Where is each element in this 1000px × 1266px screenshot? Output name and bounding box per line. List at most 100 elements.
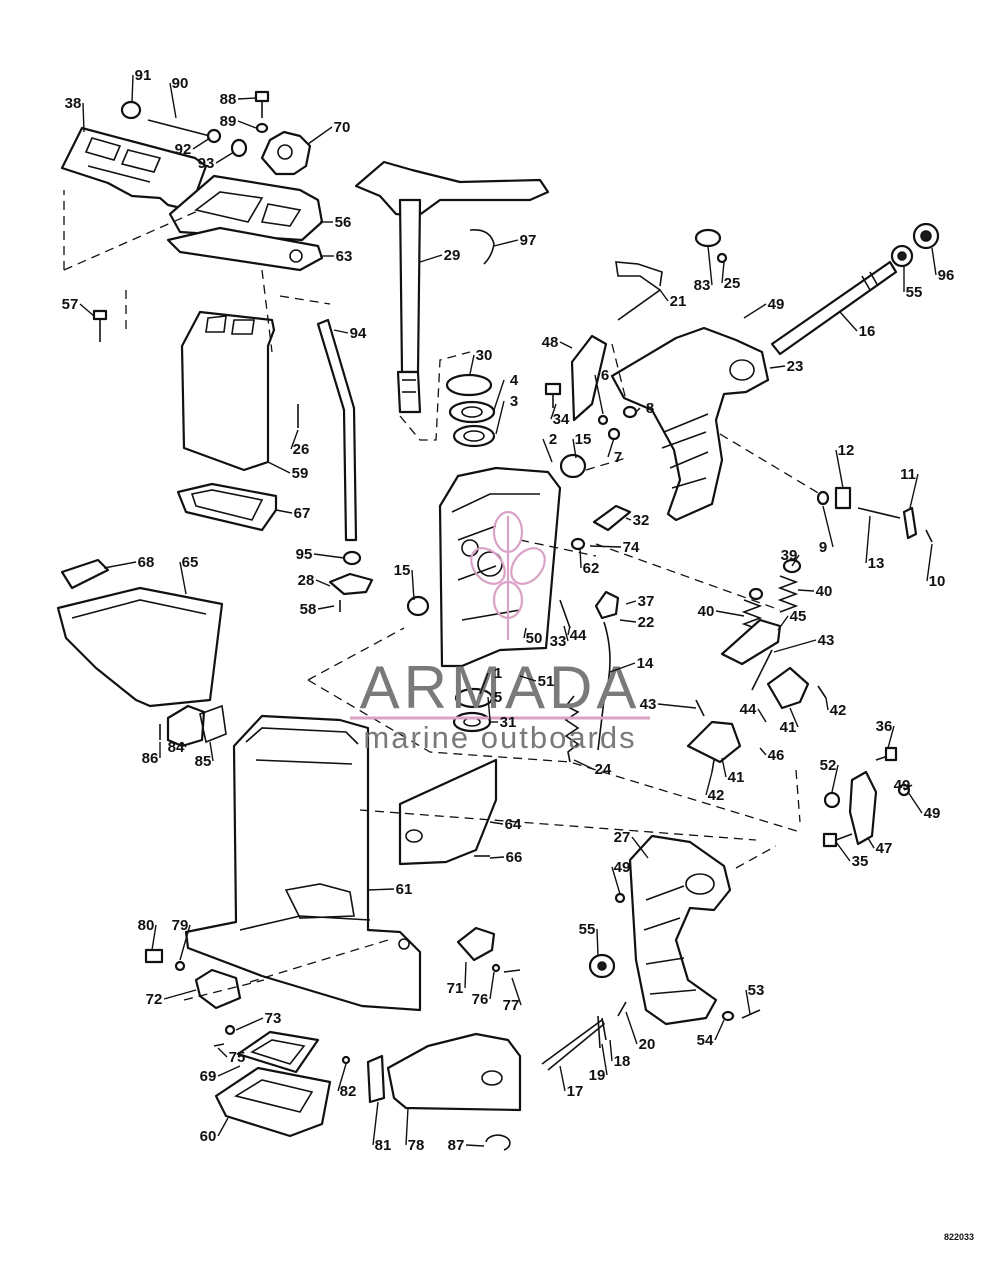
- callout-number: 59: [292, 465, 309, 482]
- callout-leader: [619, 619, 637, 623]
- callout-leader: [659, 289, 669, 302]
- callout-leader: [611, 866, 621, 895]
- callout-leader: [907, 791, 923, 814]
- callout-number: 6: [601, 367, 609, 384]
- callout-leader: [789, 707, 799, 728]
- callout-leader: [607, 437, 615, 458]
- callout-leader: [589, 545, 622, 548]
- callout-leader: [495, 400, 505, 435]
- callout-number: 89: [220, 113, 237, 130]
- callout-number: 66: [506, 849, 523, 866]
- callout-number: 17: [567, 1083, 584, 1100]
- callout-number: 49: [924, 805, 941, 822]
- callout-number: 32: [633, 512, 650, 529]
- callout-number: 51: [538, 673, 555, 690]
- callout-leader: [777, 615, 789, 631]
- callout-number: 28: [298, 572, 315, 589]
- callout-leader: [493, 379, 505, 411]
- callout-number: 25: [724, 275, 741, 292]
- callout-leader: [237, 97, 257, 100]
- callout-number: 75: [229, 1049, 246, 1066]
- part-bracket-97: [469, 228, 495, 265]
- callout-leader: [559, 341, 573, 349]
- callout-leader: [411, 569, 415, 601]
- callout-leader: [769, 365, 786, 369]
- callout-leader: [405, 1107, 409, 1146]
- part-lever-45: [720, 618, 782, 666]
- callout-number: 55: [579, 921, 596, 938]
- callout-leader: [909, 473, 919, 509]
- callout-number: 56: [335, 214, 352, 231]
- callout-number: 37: [638, 593, 655, 610]
- callout-leader: [209, 741, 214, 762]
- callout-number: 92: [175, 141, 192, 158]
- part-gasket-69: [236, 1030, 320, 1074]
- callout-number: 88: [220, 91, 237, 108]
- callout-leader: [317, 605, 335, 610]
- callout-number: 50: [526, 630, 543, 647]
- callout-number: 8: [646, 400, 654, 417]
- callout-leader: [192, 137, 211, 150]
- callout-leader: [721, 757, 727, 778]
- callout-number: 21: [670, 293, 687, 310]
- part-mount-71: [456, 926, 496, 962]
- callout-leader: [511, 977, 522, 1006]
- part-plate-81: [366, 1054, 386, 1104]
- callout-leader: [887, 725, 895, 749]
- part-steering-arm-29: [354, 160, 550, 218]
- callout-leader: [835, 449, 844, 489]
- callout-number: 44: [570, 627, 587, 644]
- part-stern-bracket-23: [610, 326, 770, 522]
- callout-leader: [865, 515, 871, 564]
- part-plate-60: [214, 1066, 332, 1138]
- part-lever-41-upper: [766, 666, 810, 710]
- callout-number: 26: [293, 441, 310, 458]
- callout-number: 1: [494, 665, 502, 682]
- callout-number: 69: [200, 1068, 217, 1085]
- callout-leader: [169, 82, 177, 119]
- callout-leader: [542, 438, 553, 463]
- callout-leader: [131, 74, 134, 103]
- callout-number: 52: [820, 757, 837, 774]
- part-exhaust-tube-59: [180, 310, 276, 472]
- part-lever-22: [594, 590, 620, 620]
- part-mount-70: [260, 130, 312, 176]
- callout-leader: [179, 924, 191, 961]
- callout-number: 24: [595, 761, 612, 778]
- callout-number: 36: [876, 718, 893, 735]
- callout-leader: [179, 561, 187, 595]
- callout-leader: [625, 600, 637, 605]
- callout-leader: [313, 553, 345, 559]
- part-rod-14: [597, 621, 611, 751]
- callout-leader: [419, 254, 443, 263]
- callout-leader: [337, 1063, 347, 1092]
- callout-leader: [573, 759, 594, 770]
- callout-leader: [594, 374, 604, 415]
- part-clamp-handle-21: [615, 261, 663, 321]
- callout-leader: [839, 311, 858, 332]
- part-clamp-72: [194, 968, 242, 1010]
- callout-number: 49: [894, 777, 911, 794]
- watermark-tagline: marine outboards: [363, 720, 636, 755]
- part-plate-84: [166, 704, 206, 748]
- callout-leader: [181, 741, 187, 748]
- callout-number: 14: [637, 655, 654, 672]
- callout-leader: [163, 989, 197, 1000]
- callout-number: 40: [698, 603, 715, 620]
- callout-leader: [519, 675, 537, 682]
- callout-leader: [315, 579, 331, 587]
- callout-number: 83: [694, 277, 711, 294]
- callout-leader: [367, 888, 395, 891]
- callout-leader: [791, 554, 800, 567]
- callout-number: 49: [768, 296, 785, 313]
- callout-labels: 1234567891011121314151516171819202122232…: [62, 67, 955, 1154]
- part-bracket-47: [848, 770, 878, 846]
- callout-number: 44: [740, 701, 757, 718]
- callout-number: 15: [394, 562, 411, 579]
- callout-number: 23: [787, 358, 804, 375]
- callout-number: 40: [816, 583, 833, 600]
- part-bushing-32: [592, 504, 632, 532]
- callout-leader: [237, 120, 257, 129]
- callout-leader: [759, 747, 767, 756]
